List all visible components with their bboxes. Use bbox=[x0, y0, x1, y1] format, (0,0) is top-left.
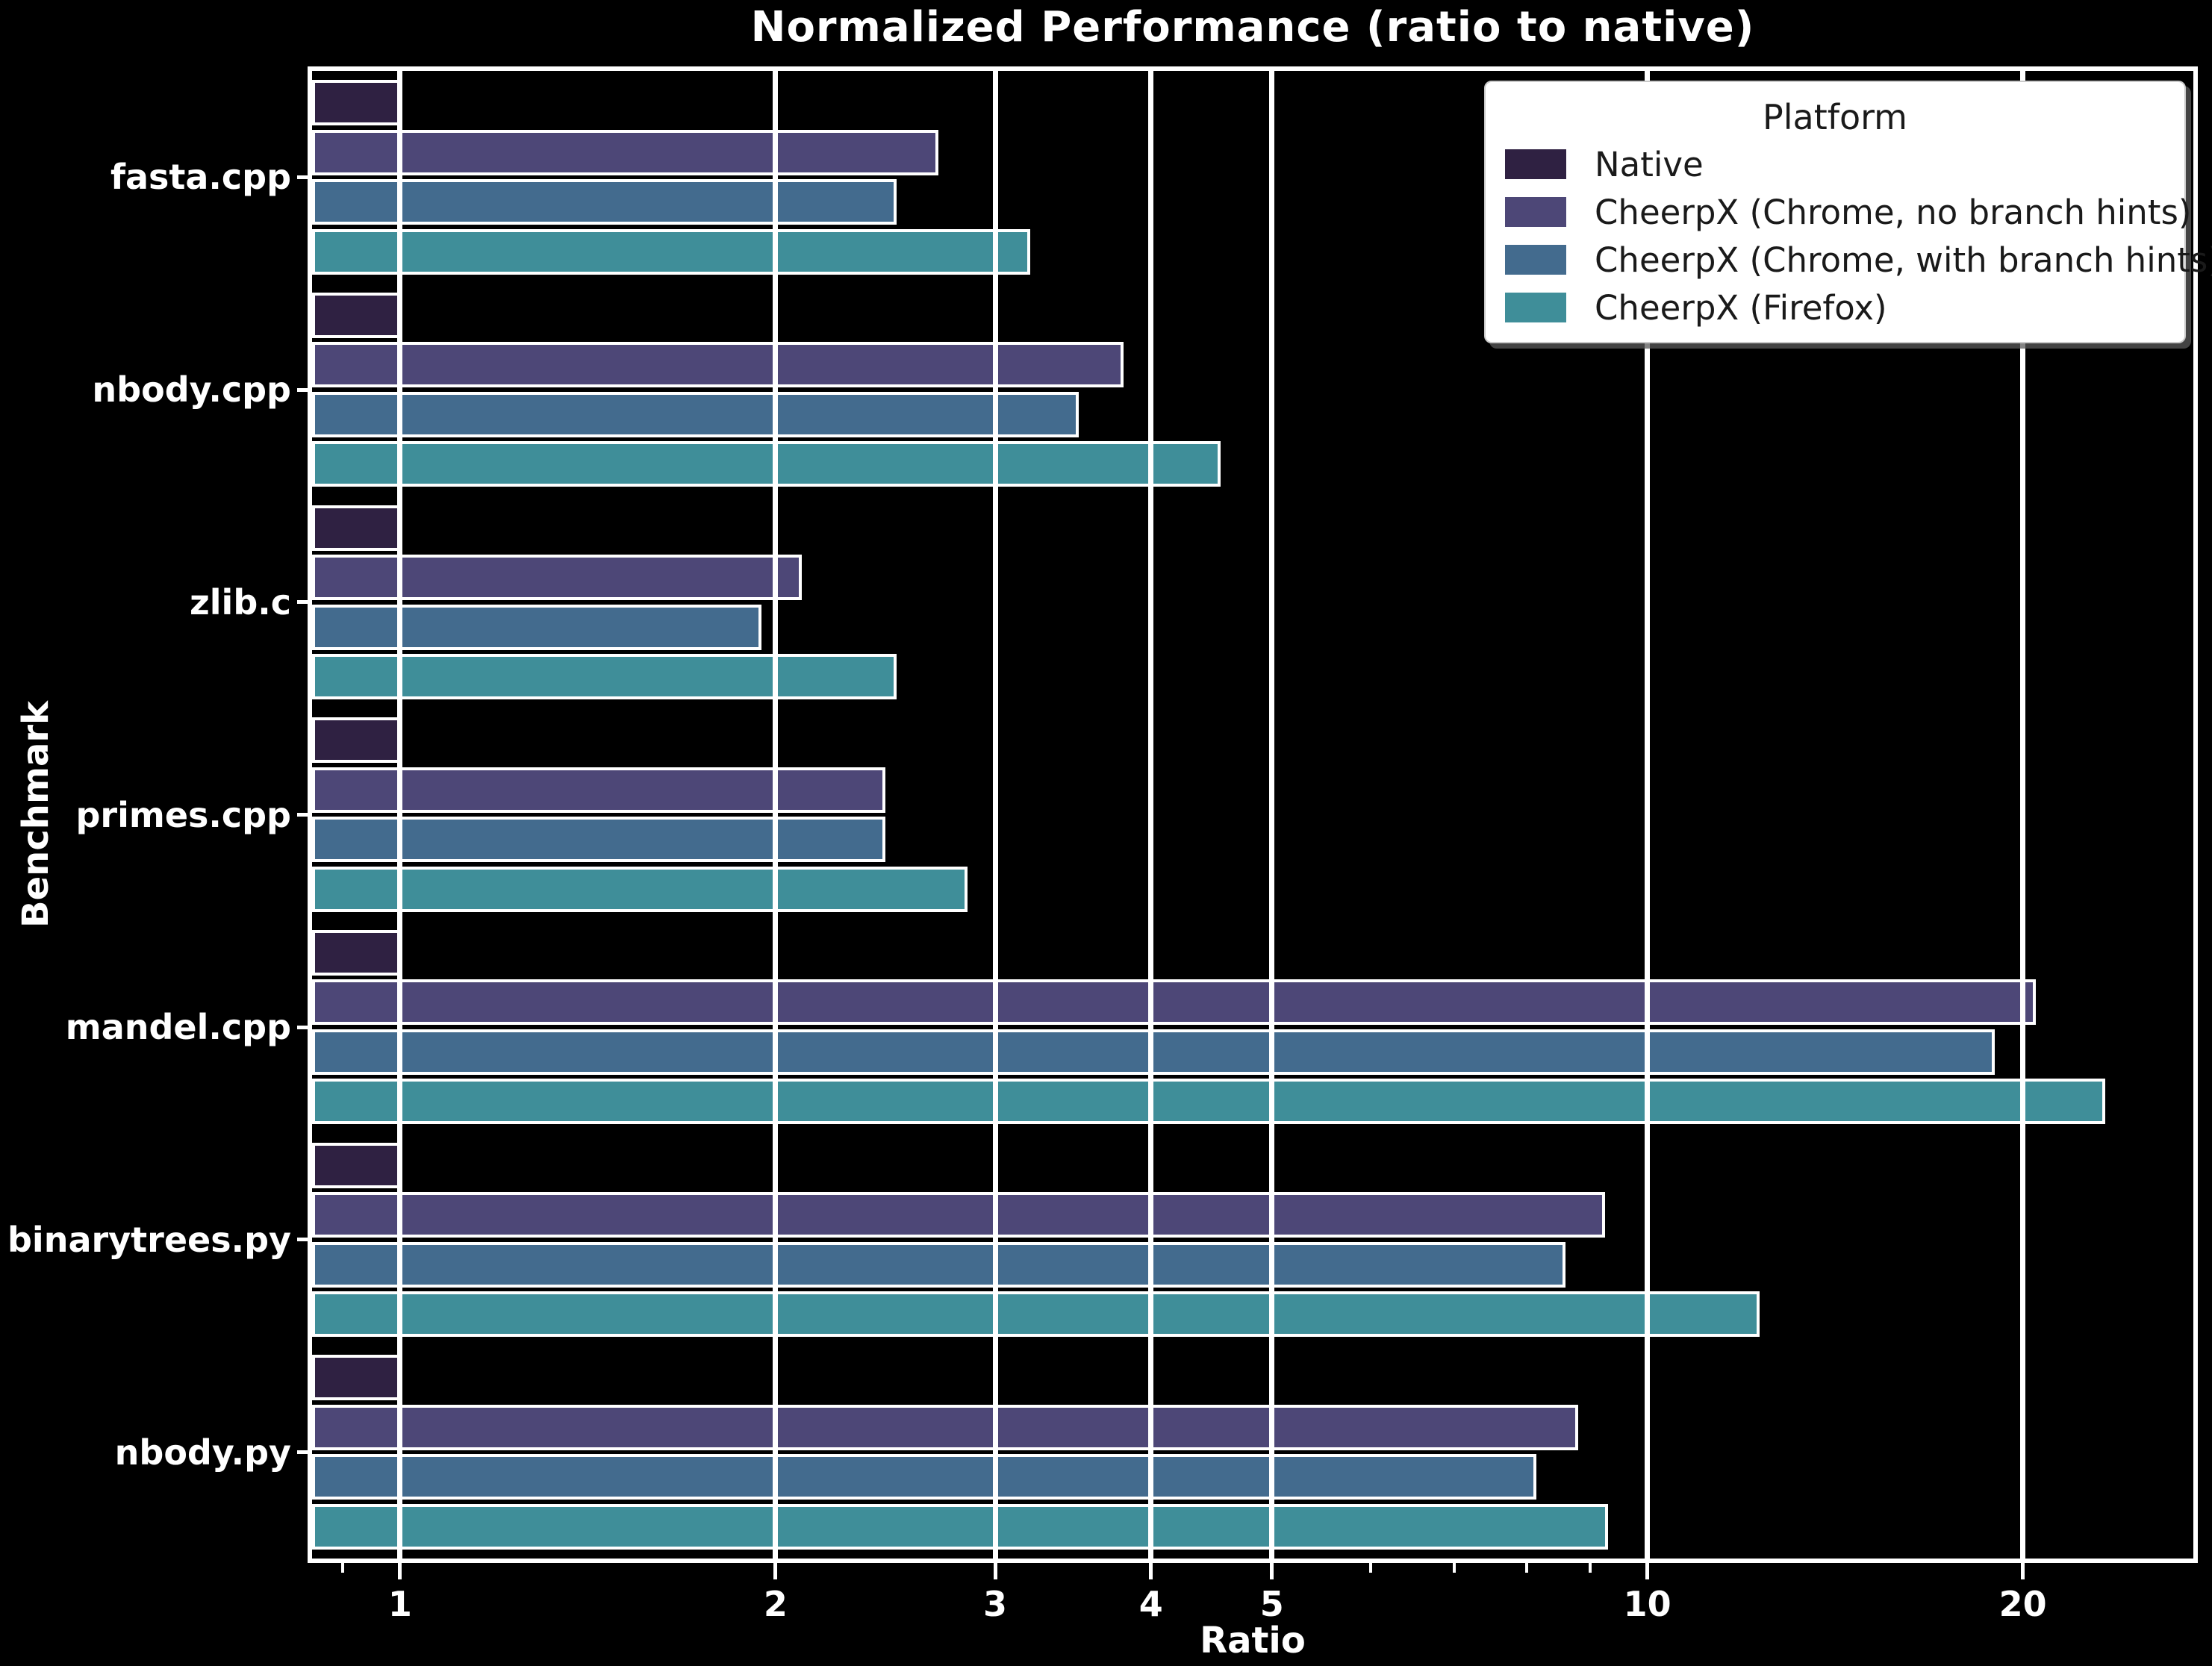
x-minor-tick-mark bbox=[1524, 1563, 1528, 1573]
bar bbox=[312, 505, 400, 551]
x-tick-mark bbox=[2021, 1563, 2025, 1579]
x-tick-label: 10 bbox=[1623, 1584, 1672, 1624]
bar bbox=[312, 441, 1221, 487]
x-tick-label: 3 bbox=[983, 1584, 1008, 1624]
legend-label: CheerpX (Chrome, with branch hints) bbox=[1595, 240, 2212, 280]
x-axis-label: Ratio bbox=[1200, 1620, 1306, 1662]
category-label: mandel.cpp bbox=[65, 1007, 291, 1048]
gridline bbox=[773, 71, 779, 1559]
y-tick-mark bbox=[297, 1025, 312, 1029]
bar bbox=[312, 1142, 400, 1188]
y-tick-mark bbox=[297, 1238, 312, 1242]
x-tick-label: 20 bbox=[1998, 1584, 2047, 1624]
legend-title: Platform bbox=[1763, 97, 1907, 137]
chart-title: Normalized Performance (ratio to native) bbox=[750, 3, 1755, 52]
x-tick-mark bbox=[1149, 1563, 1153, 1579]
legend-swatch-native bbox=[1505, 149, 1566, 179]
bar bbox=[312, 129, 938, 175]
x-tick-label: 2 bbox=[763, 1584, 788, 1624]
bar bbox=[312, 342, 1124, 388]
bar bbox=[312, 979, 2037, 1026]
y-tick-mark bbox=[297, 600, 312, 605]
bar bbox=[312, 817, 886, 863]
bar bbox=[312, 80, 400, 126]
legend-item: Native bbox=[1486, 140, 2184, 188]
legend-item: CheerpX (Chrome, with branch hints) bbox=[1486, 236, 2212, 284]
bar bbox=[312, 1241, 1566, 1288]
x-tick-mark bbox=[773, 1563, 778, 1579]
gridline bbox=[1269, 71, 1275, 1559]
x-minor-tick-mark bbox=[1589, 1563, 1592, 1573]
legend-item: CheerpX (Firefox) bbox=[1486, 284, 2184, 331]
y-tick-mark bbox=[297, 1450, 312, 1455]
gridline bbox=[2020, 71, 2026, 1559]
y-tick-mark bbox=[297, 813, 312, 817]
bar bbox=[312, 292, 400, 338]
bar bbox=[312, 179, 897, 225]
bar bbox=[312, 228, 1030, 275]
x-minor-tick-mark bbox=[1452, 1563, 1456, 1573]
x-tick-mark bbox=[398, 1563, 402, 1579]
x-tick-label: 4 bbox=[1138, 1584, 1163, 1624]
legend-label: CheerpX (Firefox) bbox=[1595, 287, 1887, 328]
gridline bbox=[397, 71, 403, 1559]
category-label: fasta.cpp bbox=[110, 157, 291, 198]
bar bbox=[312, 654, 897, 700]
bar bbox=[312, 929, 400, 976]
bar bbox=[312, 866, 968, 912]
x-tick-label: 5 bbox=[1259, 1584, 1284, 1624]
y-tick-mark bbox=[297, 175, 312, 179]
x-minor-tick-mark bbox=[1368, 1563, 1372, 1573]
x-tick-label: 1 bbox=[387, 1584, 412, 1624]
bar bbox=[312, 1079, 2106, 1125]
gridline bbox=[1645, 71, 1651, 1559]
bar bbox=[312, 1503, 1608, 1550]
legend-swatch-chrome-no-hints bbox=[1505, 197, 1566, 227]
gridline bbox=[1148, 71, 1154, 1559]
x-tick-mark bbox=[1270, 1563, 1274, 1579]
category-label: primes.cpp bbox=[75, 794, 292, 835]
bar bbox=[312, 1291, 1760, 1338]
bar bbox=[312, 555, 803, 601]
legend-label: CheerpX (Chrome, no branch hints) bbox=[1595, 192, 2192, 232]
legend: Platform Native CheerpX (Chrome, no bran… bbox=[1484, 81, 2212, 343]
category-label: zlib.c bbox=[190, 581, 291, 623]
category-label: nbody.py bbox=[114, 1432, 291, 1473]
legend-label: Native bbox=[1595, 144, 1704, 184]
bar bbox=[312, 1192, 1606, 1238]
bar bbox=[312, 1355, 400, 1401]
bar bbox=[312, 767, 886, 813]
bar bbox=[312, 604, 762, 650]
y-tick-mark bbox=[297, 387, 312, 392]
bar bbox=[312, 1404, 1578, 1450]
legend-swatch-firefox bbox=[1505, 293, 1566, 322]
category-label: binarytrees.py bbox=[7, 1219, 291, 1260]
legend-swatch-chrome-with-hints bbox=[1505, 245, 1566, 275]
x-minor-tick-mark bbox=[341, 1563, 345, 1573]
gridline bbox=[992, 71, 998, 1559]
x-tick-mark bbox=[993, 1563, 997, 1579]
x-tick-mark bbox=[1645, 1563, 1650, 1579]
bar bbox=[312, 391, 1079, 437]
category-label: nbody.cpp bbox=[92, 369, 291, 411]
legend-item: CheerpX (Chrome, no branch hints) bbox=[1486, 188, 2191, 236]
bar bbox=[312, 1454, 1537, 1500]
